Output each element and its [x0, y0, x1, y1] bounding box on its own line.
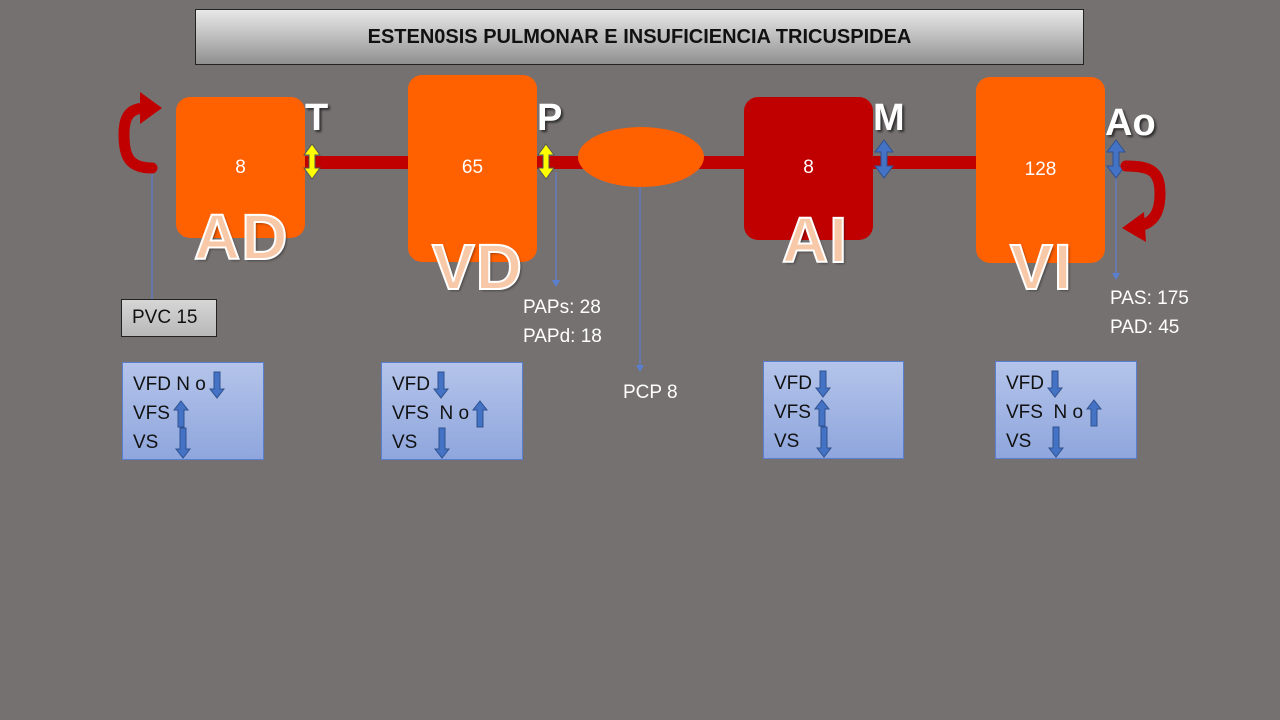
arrow-down-icon	[816, 426, 833, 458]
chamber-vd-label: VD	[431, 230, 523, 304]
volume-box-vd: VFD VFS N o VS	[381, 362, 523, 460]
volume-row-vs: VS	[392, 427, 512, 459]
vs-text: VS	[774, 431, 800, 452]
chamber-vd: 65	[408, 75, 537, 262]
outflow-arrowhead	[1122, 212, 1146, 242]
chamber-ai-value: 8	[803, 157, 814, 178]
vfs-text: VFS N o	[392, 403, 470, 424]
connector-pcp-tip	[636, 365, 644, 372]
valve-t-arrow	[303, 143, 321, 180]
inflow-arrowhead	[140, 92, 162, 124]
volume-row-vfs: VFS	[133, 399, 253, 428]
inflow-arrow	[118, 102, 158, 174]
arrow-down-icon	[1048, 426, 1065, 458]
volume-row-vfs: VFS N o	[1006, 398, 1126, 427]
vfs-text: VFS	[133, 403, 170, 424]
arrow-down-icon	[175, 427, 192, 459]
valve-t-label: T	[305, 97, 329, 139]
valve-m-label: M	[873, 97, 905, 139]
pipe-ai-vi	[870, 156, 978, 169]
chamber-ad-label: AD	[193, 200, 289, 274]
vs-text: VS	[392, 432, 418, 453]
vfd-text: VFD	[1006, 373, 1044, 394]
arrow-down-icon	[208, 371, 225, 399]
vs-text: VS	[133, 432, 159, 453]
valve-p-arrow	[537, 143, 555, 180]
volume-row-vfd: VFD	[392, 370, 512, 399]
arrow-down-icon	[1046, 370, 1064, 398]
volume-row-vfd: VFD	[1006, 369, 1126, 398]
vfd-text: VFD N o	[133, 374, 206, 395]
vfd-text: VFD	[392, 374, 430, 395]
arrow-up-icon	[813, 398, 830, 426]
paps-label: PAPs: 28	[523, 297, 601, 318]
chamber-vi-label: VI	[1009, 230, 1073, 304]
pcp-label: PCP 8	[623, 382, 678, 403]
arrow-up-icon	[172, 399, 189, 427]
arrow-up-icon	[1086, 398, 1103, 426]
valve-p-label: P	[537, 97, 563, 139]
chamber-vi: 128	[976, 77, 1105, 263]
volume-row-vs: VS	[774, 426, 893, 458]
pas-label: PAS: 175	[1110, 288, 1189, 309]
valve-ao-arrow	[1106, 139, 1126, 179]
chamber-ai: 8	[744, 97, 873, 240]
volume-row-vfd: VFD	[774, 369, 893, 398]
connector-pas-tip	[1112, 273, 1120, 280]
pvc-box: PVC 15	[121, 299, 217, 337]
pad-label: PAD: 45	[1110, 317, 1180, 338]
arrow-down-icon	[814, 370, 832, 398]
lung-ellipse	[578, 127, 704, 187]
papd-label: PAPd: 18	[523, 326, 602, 347]
chamber-ai-label: AI	[781, 203, 848, 277]
valve-m-arrow	[874, 139, 894, 179]
diagram-title: ESTEN0SIS PULMONAR E INSUFICIENCIA TRICU…	[195, 9, 1084, 65]
arrow-down-icon	[432, 371, 450, 399]
volume-row-vfs: VFS N o	[392, 399, 512, 428]
connector-pap-tip	[552, 280, 560, 287]
chamber-ad-value: 8	[235, 157, 246, 178]
volume-row-vfd: VFD N o	[133, 370, 253, 399]
valve-ao-label: Ao	[1105, 102, 1156, 144]
vfd-text: VFD	[774, 373, 812, 394]
vfs-text: VFS N o	[1006, 402, 1084, 423]
volume-box-vi: VFD VFS N o VS	[995, 361, 1137, 459]
volume-row-vs: VS	[1006, 426, 1126, 458]
pipe-ad-vd	[300, 156, 410, 169]
vfs-text: VFS	[774, 402, 811, 423]
volume-row-vfs: VFS	[774, 398, 893, 427]
chamber-vi-value: 128	[1024, 159, 1057, 180]
volume-box-ai: VFD VFS VS	[763, 361, 904, 459]
outflow-arrow	[1120, 160, 1166, 232]
arrow-up-icon	[472, 399, 489, 427]
chamber-vd-value: 65	[461, 157, 484, 178]
chamber-ad: 8	[176, 97, 305, 238]
volume-row-vs: VS	[133, 427, 253, 459]
vs-text: VS	[1006, 431, 1032, 452]
volume-box-ad: VFD N o VFS VS	[122, 362, 264, 460]
arrow-down-icon	[434, 427, 451, 459]
